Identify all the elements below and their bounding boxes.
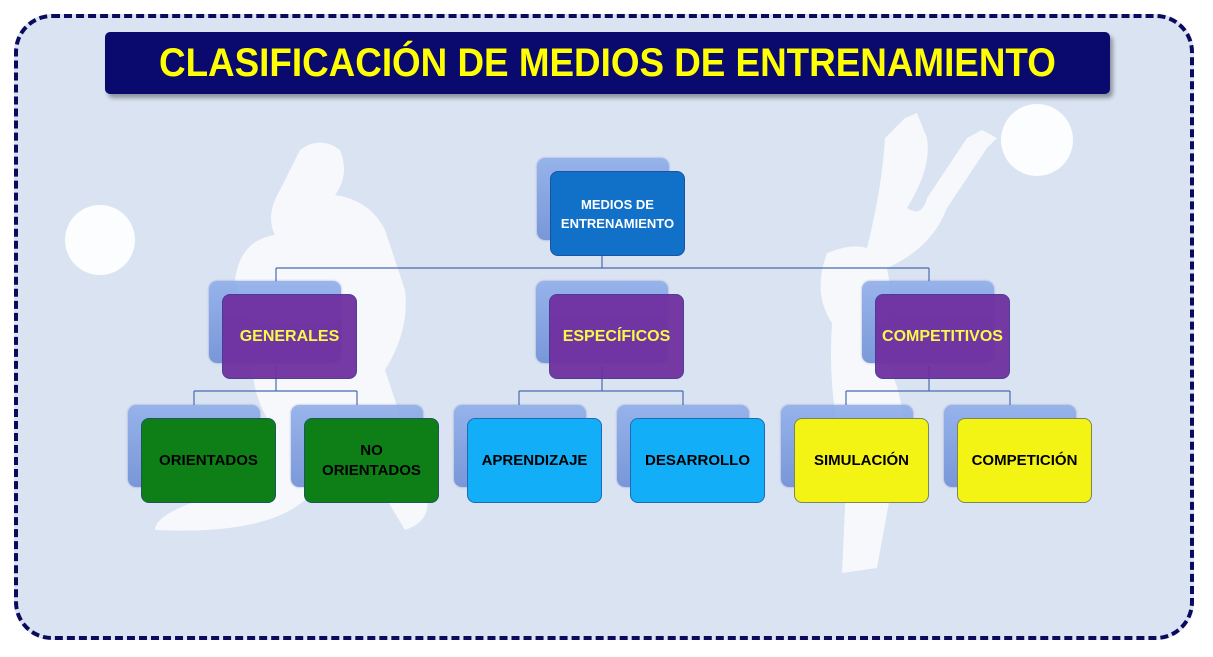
node-box: APRENDIZAJE	[467, 418, 602, 503]
node-no-orientados: NO ORIENTADOS	[291, 405, 439, 503]
node-label: ESPECÍFICOS	[562, 327, 671, 345]
node-box: GENERALES	[222, 294, 357, 379]
node-label: ENTRENAMIENTO	[560, 215, 675, 231]
ball-right	[1001, 104, 1073, 176]
ball-left	[65, 205, 135, 275]
node-label: SIMULACIÓN	[814, 452, 909, 469]
title-text: CLASIFICACIÓN DE MEDIOS DE ENTRENAMIENTO	[159, 40, 1056, 85]
node-label: MEDIOS DE	[581, 196, 654, 212]
node-box: DESARROLLO	[630, 418, 765, 503]
node-competicion: COMPETICIÓN	[944, 405, 1092, 503]
node-especificos: ESPECÍFICOS	[536, 281, 684, 379]
node-simulacion: SIMULACIÓN	[781, 405, 929, 503]
node-label: ORIENTADOS	[322, 461, 421, 479]
node-label: ORIENTADOS	[159, 451, 258, 469]
node-box: MEDIOS DE ENTRENAMIENTO	[550, 171, 685, 256]
node-label: COMPETITIVOS	[882, 327, 1003, 345]
node-orientados: ORIENTADOS	[128, 405, 276, 503]
node-aprendizaje: APRENDIZAJE	[454, 405, 602, 503]
node-box: COMPETICIÓN	[957, 418, 1092, 503]
node-box: ESPECÍFICOS	[549, 294, 684, 379]
node-box: SIMULACIÓN	[794, 418, 929, 503]
node-label: NO	[360, 441, 383, 459]
node-box: ORIENTADOS	[141, 418, 276, 503]
page-title: CLASIFICACIÓN DE MEDIOS DE ENTRENAMIENTO	[105, 32, 1110, 94]
node-label: COMPETICIÓN	[971, 452, 1078, 469]
node-box: COMPETITIVOS	[875, 294, 1010, 379]
node-label: APRENDIZAJE	[481, 452, 588, 469]
node-medios-de-entrenamiento: MEDIOS DE ENTRENAMIENTO	[537, 158, 685, 256]
node-label: GENERALES	[239, 327, 340, 345]
node-generales: GENERALES	[209, 281, 357, 379]
node-competitivos: COMPETITIVOS	[862, 281, 1010, 379]
node-desarrollo: DESARROLLO	[617, 405, 765, 503]
node-label: DESARROLLO	[645, 452, 750, 469]
node-box: NO ORIENTADOS	[304, 418, 439, 503]
